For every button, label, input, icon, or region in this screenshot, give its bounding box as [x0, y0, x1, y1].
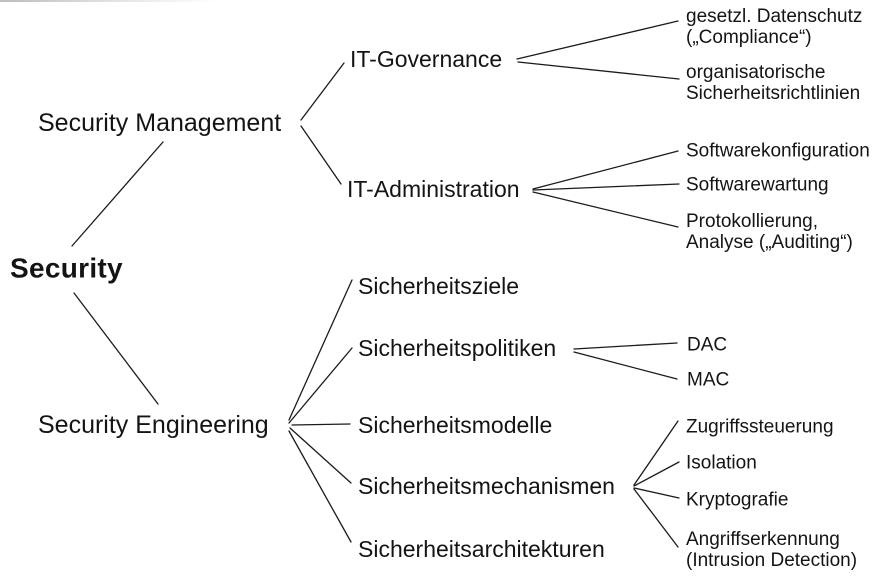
node-kryptografie: Kryptografie [686, 489, 789, 511]
edge-management-to-administration [300, 125, 342, 185]
node-security: Security [10, 252, 123, 284]
edge-politiken-to-dac [573, 342, 678, 350]
edge-management-to-governance [300, 62, 345, 121]
edge-engineering-to-modelle [291, 423, 351, 426]
node-softwarewartung: Softwarewartung [686, 174, 829, 196]
node-sicherheitsziele: Sicherheitsziele [358, 273, 520, 300]
node-sicherheitspolitiken: Sicherheitspolitiken [358, 335, 557, 362]
edge-mechanismen-to-angriffserkennung [633, 488, 679, 548]
node-sicherheitsmodelle: Sicherheitsmodelle [358, 412, 553, 439]
node-it-governance: IT-Governance [350, 46, 503, 73]
node-security-engineering: Security Engineering [38, 411, 269, 439]
edge-mechanismen-to-isolation [633, 461, 680, 487]
edge-administration-to-wartung [532, 183, 680, 191]
edge-engineering-to-ziele [288, 279, 353, 421]
edge-governance-to-datenschutz [516, 20, 679, 60]
node-softwarekonfiguration: Softwarekonfiguration [686, 140, 870, 162]
edge-engineering-to-architekturen [288, 430, 352, 543]
node-isolation: Isolation [686, 452, 757, 474]
edge-politiken-to-mac [573, 351, 678, 380]
edge-mechanismen-to-zugriffssteuerung [633, 420, 679, 486]
node-mac: MAC [687, 369, 730, 391]
node-gesetzl-datenschutz: gesetzl. Datenschutz („Compliance“) [686, 6, 863, 48]
node-organisatorische-richtlinien: organisatorische Sicherheitsrichtlinien [686, 62, 861, 104]
node-angriffserkennung: Angriffserkennung (Intrusion Detection) [686, 529, 858, 571]
edge-mechanismen-to-kryptografie [633, 487, 680, 499]
node-protokollierung-auditing: Protokollierung, Analyse („Auditing“) [686, 211, 853, 253]
edge-governance-to-richtlinien [517, 61, 680, 80]
edge-security-to-management [71, 141, 164, 247]
edge-engineering-to-mechanismen [289, 427, 352, 484]
node-sicherheitsmechanismen: Sicherheitsmechanismen [358, 473, 615, 500]
node-security-management: Security Management [38, 109, 282, 137]
node-dac: DAC [687, 334, 728, 356]
edge-security-to-engineering [73, 292, 159, 405]
node-sicherheitsarchitekturen: Sicherheitsarchitekturen [358, 536, 605, 563]
node-it-administration: IT-Administration [347, 176, 520, 203]
edge-administration-to-konfiguration [532, 150, 679, 190]
node-zugriffssteuerung: Zugriffssteuerung [686, 416, 834, 438]
edge-administration-to-protokollierung [532, 191, 679, 228]
top-edge-artifact [0, 0, 218, 2]
edge-engineering-to-politiken [288, 347, 353, 424]
